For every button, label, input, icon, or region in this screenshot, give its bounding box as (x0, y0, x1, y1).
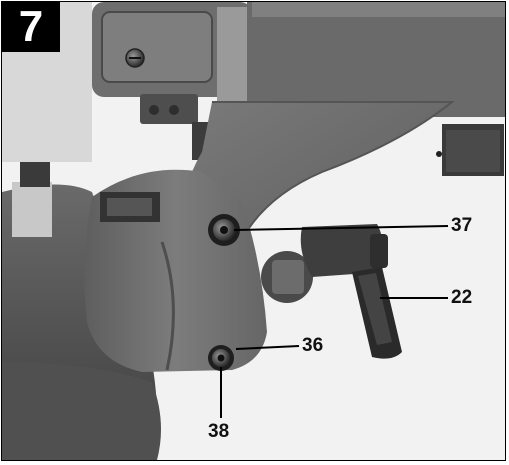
right-block-pin (436, 151, 442, 157)
lever-22-highlight (358, 273, 392, 345)
machine-photo (2, 2, 505, 460)
guard-tab-shade (20, 162, 50, 187)
figure-number-badge: 7 (2, 2, 60, 52)
lock-knob (300, 224, 384, 277)
swing-arm-edge (212, 101, 455, 263)
clamp-nut-right (169, 105, 179, 115)
motor-body (247, 2, 505, 117)
motor-body-highlight (252, 2, 505, 17)
guard-rim (2, 362, 161, 460)
leader-36 (235, 345, 300, 350)
right-block-face (446, 130, 500, 172)
housing-label-inner (107, 198, 152, 216)
screw-37-hex (220, 226, 228, 234)
callout-36: 36 (302, 335, 324, 356)
leader-37 (233, 225, 449, 231)
top-bracket-plate (101, 11, 213, 83)
callout-38: 38 (208, 421, 230, 442)
clamp-nut-left (149, 105, 159, 115)
lock-hex-nut (272, 260, 304, 294)
callout-37: 37 (451, 215, 473, 236)
housing-edge (160, 241, 175, 371)
guard-tab (12, 182, 52, 237)
lock-knob-cap (370, 234, 388, 268)
callout-22: 22 (451, 287, 473, 308)
screw-38-hex (217, 354, 225, 362)
clamp-block (140, 94, 198, 124)
